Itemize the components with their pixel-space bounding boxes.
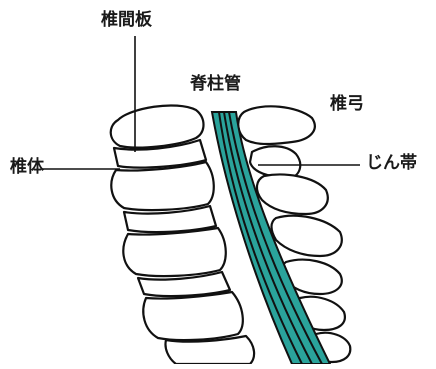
vertebral-arch-3 — [257, 175, 328, 214]
vertebral-body-4 — [143, 292, 243, 340]
vertebral-arch-2 — [250, 146, 300, 178]
label-vertebral-arch: 椎弓 — [330, 96, 364, 113]
label-intervertebral-disc: 椎間板 — [101, 12, 152, 29]
vertebral-arch-1 — [238, 106, 315, 144]
vertebral-body-2 — [111, 162, 213, 210]
vertebral-arch-4 — [272, 216, 342, 256]
label-vertebral-body: 椎体 — [10, 159, 44, 176]
label-spinal-canal: 脊柱管 — [190, 76, 241, 93]
vertebral-body-3 — [123, 228, 225, 276]
vertebral-body-1 — [111, 105, 204, 147]
label-ligament: じん帯 — [366, 155, 417, 172]
